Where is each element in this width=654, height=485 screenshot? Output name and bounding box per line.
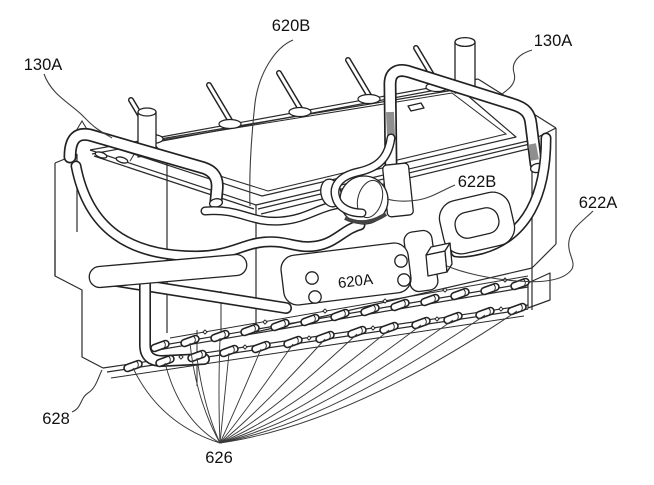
- terminal-nub: [128, 361, 139, 368]
- label-628: 628: [42, 410, 70, 428]
- terminal-nub: [320, 332, 331, 339]
- tray-back-rail: [169, 275, 529, 339]
- plate-hole: [394, 254, 408, 268]
- terminal-nub: [192, 351, 203, 358]
- mounting-plate: 620A: [280, 242, 412, 306]
- terminal-nub: [515, 279, 526, 286]
- reference-leaders: [43, 39, 594, 413]
- rim-clip: [94, 151, 108, 159]
- plate-hole: [397, 273, 411, 287]
- plate-body: [280, 242, 412, 306]
- terminal-nub: [384, 323, 395, 330]
- leader-622a: [446, 210, 594, 283]
- terminal-nub: [455, 289, 466, 296]
- plate-hole: [308, 290, 322, 304]
- terminal-nub: [256, 342, 267, 349]
- shelf-plate: [88, 253, 248, 289]
- roller-fitting: [320, 133, 414, 225]
- terminal-nub: [480, 308, 491, 315]
- right-end-face: [531, 128, 557, 269]
- right-cylinder-top: [454, 36, 476, 48]
- label-626: 626: [205, 449, 233, 467]
- roller-bore: [356, 179, 384, 219]
- left-cylinder-top: [137, 107, 157, 117]
- label-622b: 622B: [458, 173, 497, 191]
- leader-130a-left: [43, 73, 113, 139]
- tube-shading: [528, 143, 539, 161]
- roller-shadow: [344, 212, 388, 225]
- label-130a-right: 130A: [534, 32, 573, 50]
- label-130a-left: 130A: [24, 56, 63, 74]
- label-620b: 620B: [272, 17, 311, 35]
- tube-shading: [386, 111, 395, 137]
- terminal-pins: [131, 48, 448, 144]
- terminal-nub: [155, 341, 166, 348]
- terminal-nub: [425, 295, 436, 302]
- leader-622b: [386, 184, 456, 202]
- handle-tab: [75, 120, 89, 132]
- right-lift-handle: [383, 64, 545, 175]
- terminal-nub: [485, 284, 496, 291]
- terminal-pin: [348, 60, 380, 104]
- terminal-nub: [512, 304, 523, 311]
- coolant-tubes: [70, 160, 366, 262]
- terminal-nub: [448, 313, 459, 320]
- leader-628: [71, 369, 103, 413]
- terminal-nub: [305, 315, 316, 322]
- leader-130a-right: [501, 49, 533, 95]
- terminal-nub: [275, 320, 286, 327]
- hairpin-tube-inner: [454, 207, 500, 239]
- rim-clip: [407, 102, 425, 112]
- terminal-nub: [224, 346, 235, 353]
- terminal-pin: [209, 85, 241, 129]
- terminal-pin: [279, 73, 311, 117]
- terminal-nub: [395, 300, 406, 307]
- left-lift-handle: [63, 120, 224, 208]
- terminal-nub: [416, 318, 427, 325]
- label-620a: 620A: [337, 271, 374, 292]
- terminal-nub: [335, 310, 346, 317]
- cube-fitting: [425, 242, 453, 277]
- right-tube-fittings: [403, 132, 552, 293]
- terminal-nub: [245, 325, 256, 332]
- tray-left-profile: [54, 240, 104, 369]
- rim-clip: [115, 156, 129, 164]
- roller-bracket: [382, 162, 414, 218]
- tray-rim-inner: [123, 92, 508, 192]
- terminal-nub: [185, 336, 196, 343]
- terminal-nub: [215, 331, 226, 338]
- plate-hole: [305, 271, 319, 285]
- terminal-nub: [352, 327, 363, 334]
- tray-right-end: [527, 272, 551, 309]
- leader-620b: [249, 39, 294, 207]
- terminal-nub: [288, 337, 299, 344]
- fan-leader-lines: [132, 310, 518, 444]
- label-622a: 622A: [579, 194, 618, 212]
